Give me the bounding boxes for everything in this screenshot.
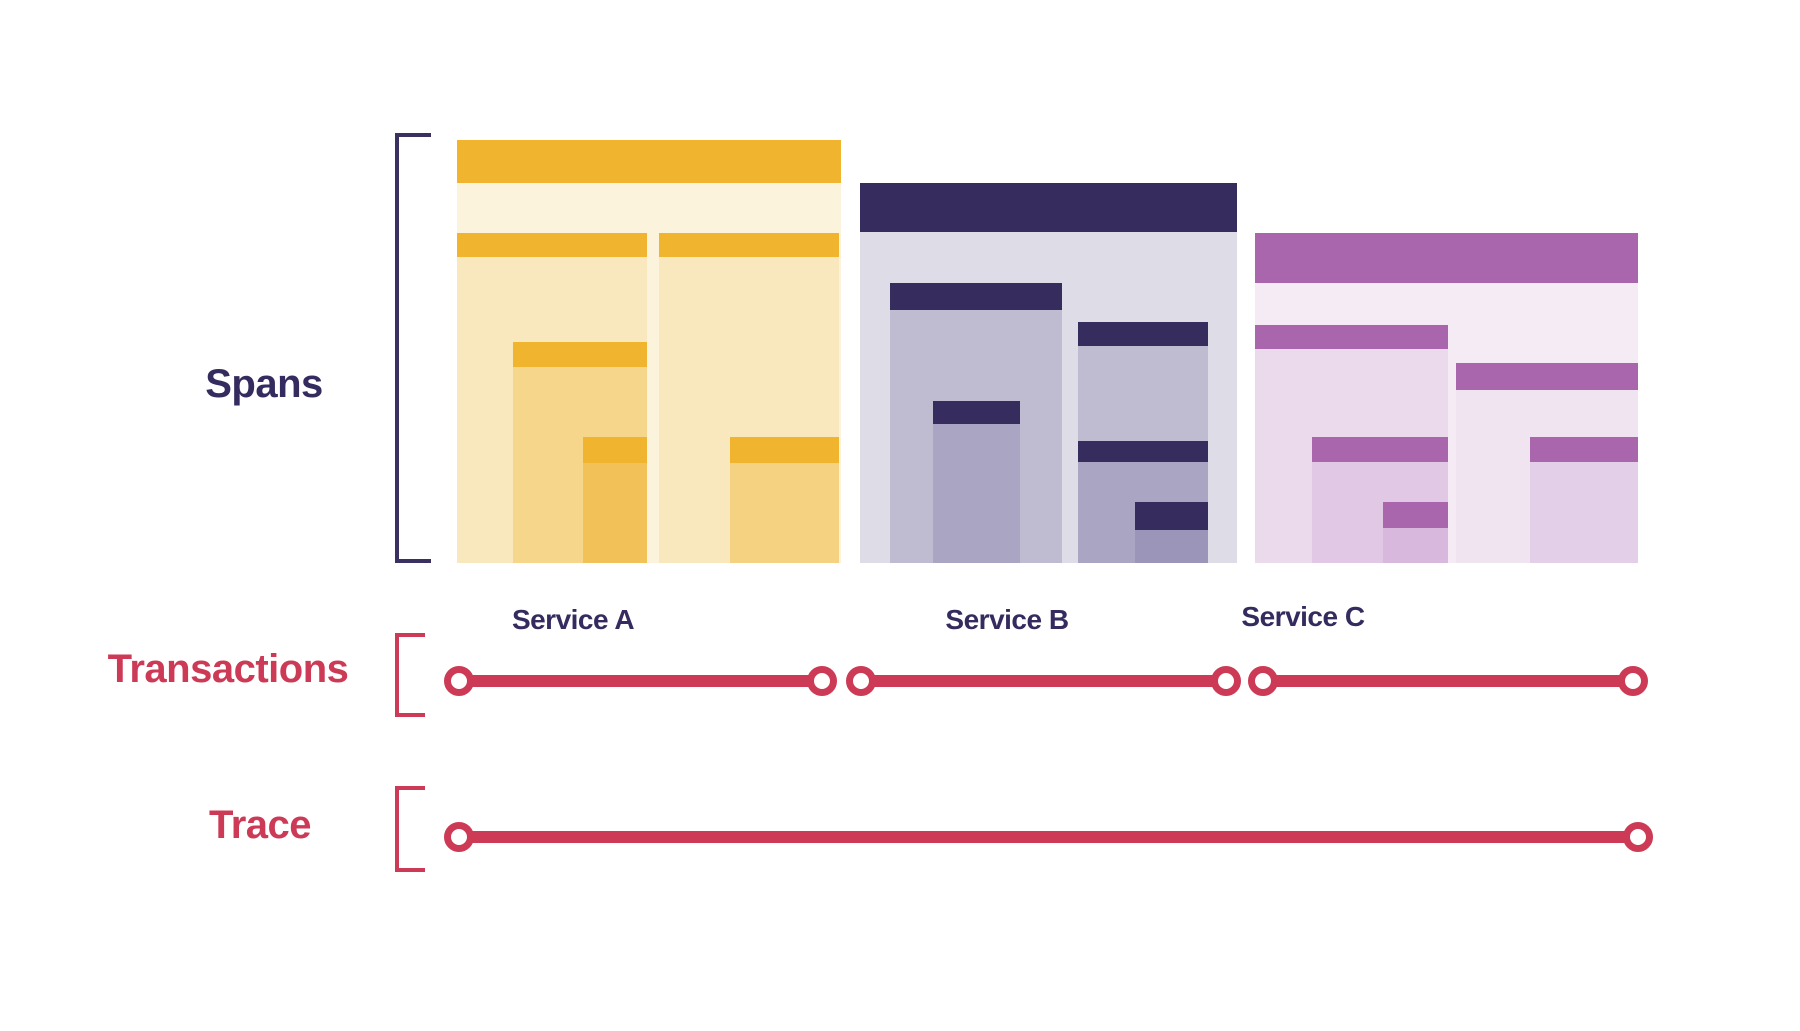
service-b-span-1-1-body (933, 424, 1020, 563)
service-c-root-span-header (1255, 233, 1638, 283)
service-a-span-1-header (457, 233, 647, 257)
service-c-span-1-header (1255, 325, 1448, 349)
service-a-span-1-1-1-body (583, 463, 647, 563)
transaction-service-b-start-node (846, 666, 876, 696)
service-c-span-1-1-1-body (1383, 528, 1448, 563)
transaction-service-c-start-node (1248, 666, 1278, 696)
service-c-span-2-header (1456, 363, 1638, 390)
transaction-service-c (1263, 675, 1633, 687)
transactions-bracket (395, 633, 425, 717)
trace-bracket (395, 786, 425, 872)
transaction-service-a-start-node (444, 666, 474, 696)
service-b-span-1-header (890, 283, 1062, 310)
service-b-span-2-header (1078, 322, 1208, 346)
transaction-service-c-end-node (1618, 666, 1648, 696)
trace-timeline (459, 831, 1638, 843)
service-c-label: Service C (1241, 601, 1365, 632)
spans-label: Spans (205, 362, 323, 406)
service-b-span-2-1-1-body (1135, 530, 1208, 563)
service-a-root-span-header (457, 140, 841, 183)
service-c-span-1-1-header (1312, 437, 1448, 462)
trace-timeline-start-node (444, 822, 474, 852)
service-a-span-1-1-1-header (583, 437, 647, 463)
transactions-label: Transactions (107, 647, 349, 691)
service-a-span-2-1-header (730, 437, 839, 463)
service-c-span-2-1-body (1530, 462, 1638, 563)
service-b-span-2-1-1-header (1135, 502, 1208, 530)
spans-bracket (395, 133, 431, 563)
transaction-service-a-end-node (807, 666, 837, 696)
trace-label: Trace (208, 803, 312, 847)
service-b-span-1-1-header (933, 401, 1020, 424)
transaction-service-b-end-node (1211, 666, 1241, 696)
transaction-service-a (459, 675, 822, 687)
service-c-span-1-1-1-header (1383, 502, 1448, 528)
transaction-service-b (861, 675, 1226, 687)
service-a-span-2-1-body (730, 463, 839, 563)
service-b-root-span-header (860, 183, 1237, 232)
service-c-span-2-1-header (1530, 437, 1638, 462)
service-b-span-2-1-header (1078, 441, 1208, 462)
service-b-label: Service B (945, 604, 1069, 635)
service-a-span-1-1-header (513, 342, 647, 367)
service-a-span-2-header (659, 233, 839, 257)
trace-timeline-end-node (1623, 822, 1653, 852)
service-a-label: Service A (511, 604, 635, 635)
